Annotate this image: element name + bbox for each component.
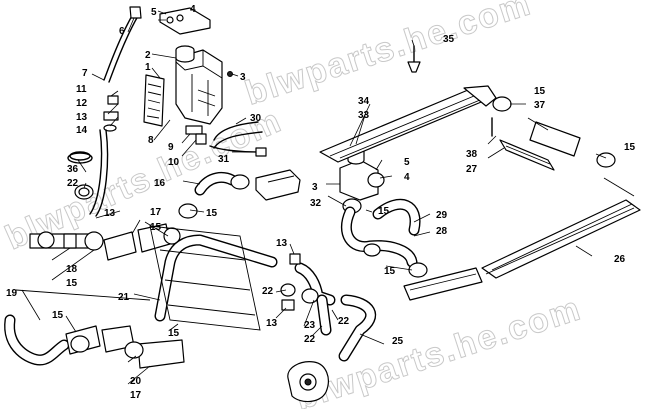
leader-lines [21, 10, 607, 385]
bleed-valve-35 [407, 45, 421, 73]
callout-34: 34 [358, 96, 370, 107]
callout-35: 35 [443, 34, 455, 45]
callout-33: 33 [358, 110, 370, 121]
callout-37: 37 [534, 100, 546, 111]
callout-15h: 15 [534, 86, 546, 97]
callout-2: 2 [145, 50, 151, 61]
callout-8: 8 [148, 135, 154, 146]
callout-15g: 15 [384, 266, 396, 277]
callout-20: 20 [130, 376, 142, 387]
spring-clamp-coil [67, 151, 93, 164]
heat-exchanger-end [403, 267, 483, 301]
hose-16 [194, 171, 238, 196]
callout-28: 28 [436, 226, 448, 237]
callout-7: 7 [82, 68, 88, 79]
callout-6: 6 [119, 26, 125, 37]
callout-15e: 15 [168, 328, 180, 339]
callout-30: 30 [250, 113, 262, 124]
reservoir-hose [89, 129, 109, 217]
reservoir-bracket [159, 7, 211, 35]
callout-15f: 15 [378, 206, 390, 217]
coolant-reservoir [175, 49, 223, 125]
left-tube-17 [103, 223, 181, 261]
callout-4b: 4 [404, 172, 410, 183]
callout-31: 31 [218, 154, 230, 165]
callout-13d: 13 [266, 318, 278, 329]
callout-22c: 22 [338, 316, 350, 327]
callout-14: 14 [76, 125, 88, 136]
callout-32: 32 [310, 198, 322, 209]
callout-38: 38 [466, 149, 478, 160]
tube-fitting [129, 6, 142, 19]
lower-couplers [65, 325, 185, 369]
callout-16: 16 [154, 178, 166, 189]
callout-15a: 15 [206, 208, 218, 219]
coolant-pipe-21 [154, 234, 278, 322]
hose-37 [492, 96, 616, 168]
callout-18: 18 [66, 264, 78, 275]
mounting-bracket-27 [499, 139, 555, 171]
callout-21: 21 [118, 292, 130, 303]
callout-15i: 15 [624, 142, 636, 153]
callout-15b: 15 [150, 222, 162, 233]
water-pump [287, 361, 329, 403]
watermark-text-3: blwparts.he.com [291, 289, 586, 409]
hose-fitting-stack [103, 95, 119, 132]
hose-24 [316, 294, 332, 336]
overflow-tube [103, 13, 139, 83]
vent-hose [213, 121, 263, 149]
hose-25 [338, 294, 377, 362]
lower-heat-exchanger [481, 177, 641, 279]
clamp-center [178, 174, 250, 219]
callout-15c: 15 [66, 278, 78, 289]
callout-17a: 17 [150, 207, 162, 218]
callout-3b: 3 [312, 182, 318, 193]
upper-heat-exchanger [319, 85, 497, 163]
callout-5b: 5 [404, 157, 410, 168]
callout-10: 10 [168, 157, 180, 168]
heat-exchanger-plate [149, 225, 261, 331]
hose-clamp [74, 184, 94, 200]
reservoir-cap [175, 45, 195, 63]
callout-25: 25 [392, 336, 404, 347]
reservoir-decal [143, 74, 165, 127]
callout-15d: 15 [52, 310, 64, 321]
callout-26: 26 [614, 254, 626, 265]
callout-3a: 3 [240, 72, 246, 83]
callout-17b: 17 [130, 390, 142, 401]
callout-23: 22 [304, 334, 316, 345]
callout-9: 9 [168, 142, 174, 153]
callout-22b: 22 [262, 286, 274, 297]
callout-29: 29 [436, 210, 448, 221]
callout-4a: 4 [190, 4, 196, 15]
callout-22a: 22 [67, 178, 79, 189]
callout-19: 19 [6, 288, 18, 299]
fill-neck-assembly [185, 125, 207, 145]
callout-36: 36 [67, 164, 79, 175]
callout-24: 23 [304, 320, 316, 331]
callout-13b: 13 [104, 208, 116, 219]
callout-5a: 5 [151, 7, 157, 18]
callout-11: 11 [76, 84, 87, 95]
callout-13c: 13 [276, 238, 288, 249]
callout-13a: 13 [76, 112, 88, 123]
hose-19 [4, 289, 151, 366]
callout-27: 27 [466, 164, 478, 175]
clamp-right-lower [363, 243, 428, 278]
clamps-middle [280, 283, 319, 311]
left-tubes [29, 231, 104, 251]
callout-1: 1 [145, 62, 151, 73]
hose-connector [255, 169, 301, 201]
callout-12: 12 [76, 98, 88, 109]
screw [227, 71, 233, 77]
callout-labels: 5 4 6 2 1 3 7 11 12 13 14 8 9 10 30 31 3… [6, 4, 636, 401]
